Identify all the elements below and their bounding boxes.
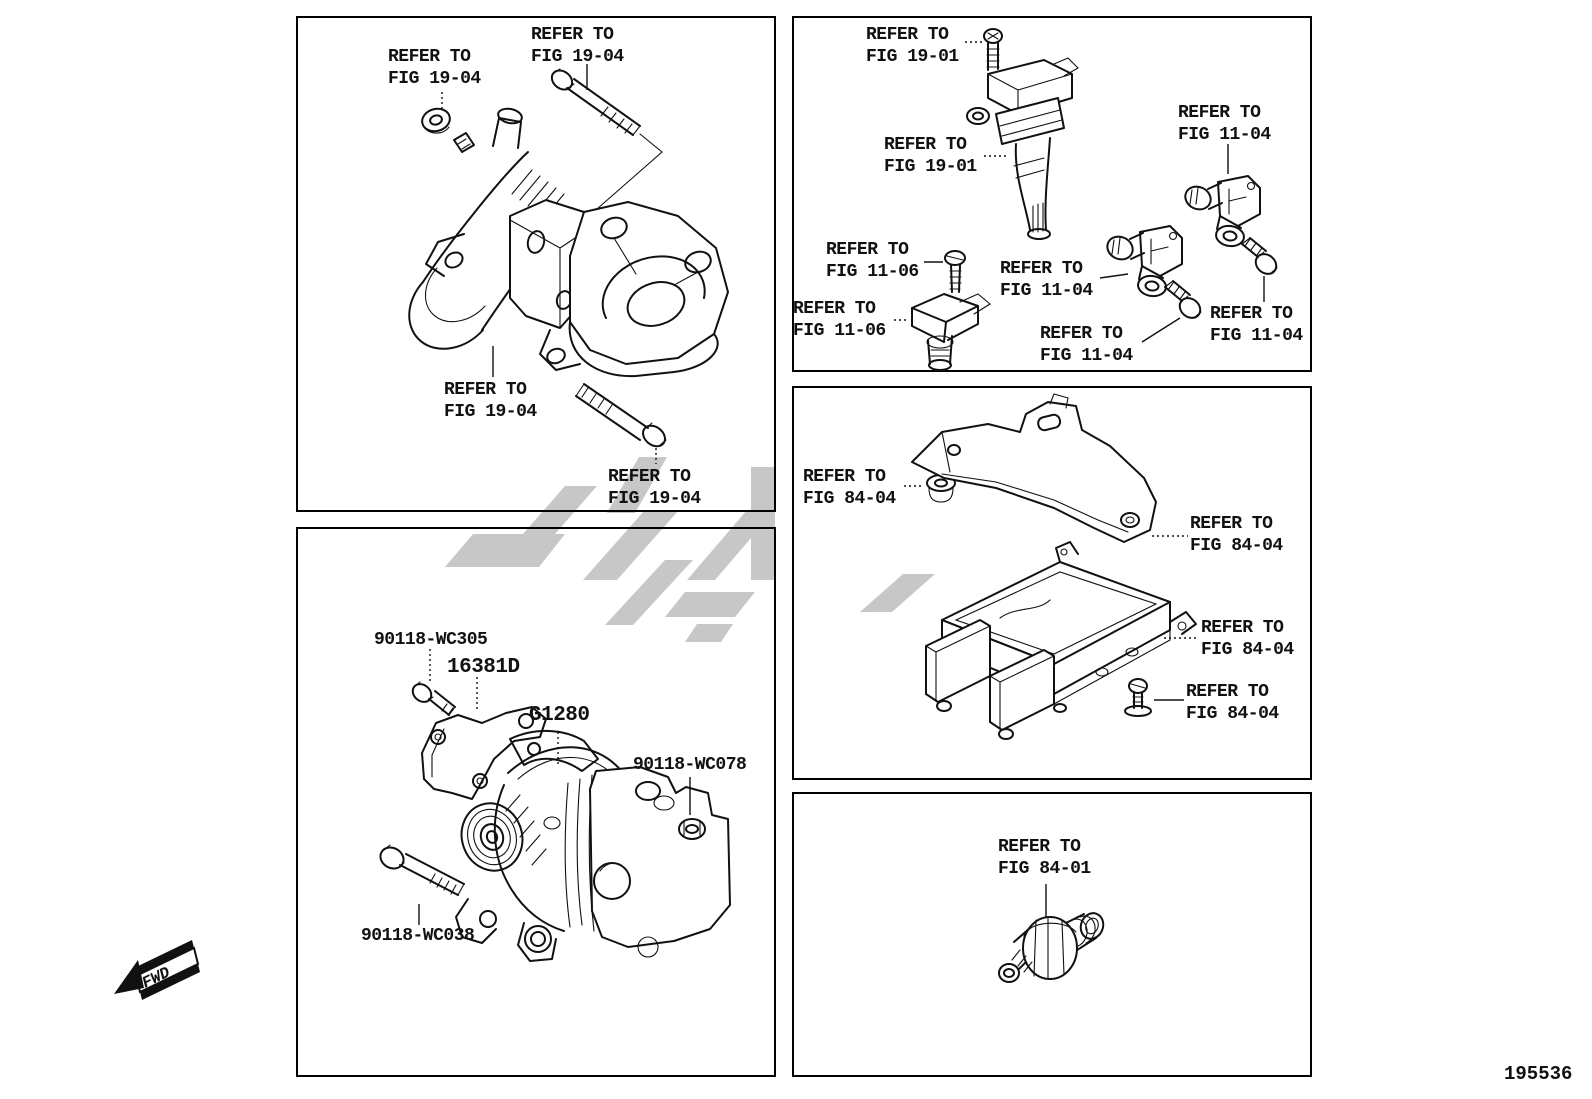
starter-nut: [421, 107, 451, 134]
callout-starter-lower-bolt: REFER TO FIG 19-04: [608, 467, 701, 509]
part-number-16381d: 16381D: [447, 656, 520, 679]
callout-ecu-bracket: REFER TO FIG 84-04: [1190, 514, 1283, 556]
panel-alternator: [296, 527, 776, 1077]
callout-oil-pressure-switch: REFER TO FIG 84-01: [998, 837, 1091, 879]
starter-motor-drawing: [408, 64, 729, 464]
alternator-bracket: [421, 706, 547, 800]
fwd-arrow: FWD: [114, 940, 200, 1000]
ignition-coil-sensors-drawing: [894, 28, 1278, 371]
callout-cam-sensor-lower: REFER TO FIG 11-04: [1000, 259, 1093, 301]
coil-bolt: [983, 28, 1003, 71]
callout-sensor-bolt-right: REFER TO FIG 11-04: [1210, 304, 1303, 346]
doc-number: 195536: [1504, 1063, 1573, 1085]
starter-lower-bolt: [575, 383, 667, 448]
oil-pressure-switch: [998, 912, 1105, 983]
panel-ignition-coil-sensors: [792, 16, 1312, 372]
part-number-90118-wc038: 90118-WC038: [361, 926, 475, 946]
ecu-bolt: [1124, 678, 1152, 717]
through-bolt: [379, 844, 465, 896]
starter-upper-bolt: [550, 68, 641, 136]
sensor-bolt-lower: [1164, 280, 1202, 319]
callout-sensor-screw: REFER TO FIG 11-06: [826, 240, 919, 282]
sensor-bolt-right: [1241, 237, 1278, 275]
panel-ecu: [792, 386, 1312, 780]
starter-motor-body: [408, 107, 729, 378]
oil-pressure-switch-drawing: [998, 884, 1105, 983]
alternator-drawing: [379, 649, 731, 962]
pointer-upper-bolt: [596, 133, 663, 210]
alternator-assembly: [455, 729, 731, 962]
bracket-bolt: [411, 681, 456, 716]
callout-ignition-coil: REFER TO FIG 19-01: [884, 135, 977, 177]
ecu-drawing: [904, 393, 1198, 740]
ecu-unit: [925, 541, 1197, 740]
callout-cam-sensor-upper: REFER TO FIG 11-04: [1178, 103, 1271, 145]
ecu-bracket: [911, 393, 1157, 543]
leader-bolt-lower: [1141, 317, 1181, 343]
map-sensor: [911, 293, 991, 371]
callout-ecu-grommet: REFER TO FIG 84-04: [803, 467, 896, 509]
callout-starter-nut: REFER TO FIG 19-04: [388, 47, 481, 89]
leader-cam-lower: [1099, 273, 1129, 279]
callout-starter-upper-bolt: REFER TO FIG 19-04: [531, 25, 624, 67]
sensor-screw: [944, 250, 966, 293]
callout-ecu-bolt: REFER TO FIG 84-04: [1186, 682, 1279, 724]
part-number-g1280: G1280: [529, 704, 590, 727]
ignition-coil: [966, 57, 1079, 240]
callout-coil-bolt: REFER TO FIG 19-01: [866, 25, 959, 67]
panel-starter-motor: [296, 16, 776, 512]
cam-sensor-upper: [1180, 175, 1261, 249]
callout-map-sensor: REFER TO FIG 11-06: [793, 299, 886, 341]
terminal-nut: [678, 818, 706, 840]
part-number-90118-wc305: 90118-WC305: [374, 630, 488, 650]
panel-oil-pressure-switch: [792, 792, 1312, 1077]
callout-starter-bracket: REFER TO FIG 19-04: [444, 380, 537, 422]
starter-stud: [453, 132, 475, 153]
part-number-90118-wc078: 90118-WC078: [633, 755, 747, 775]
callout-sensor-bolt-lower: REFER TO FIG 11-04: [1040, 324, 1133, 366]
callout-ecu-unit: REFER TO FIG 84-04: [1201, 618, 1294, 660]
